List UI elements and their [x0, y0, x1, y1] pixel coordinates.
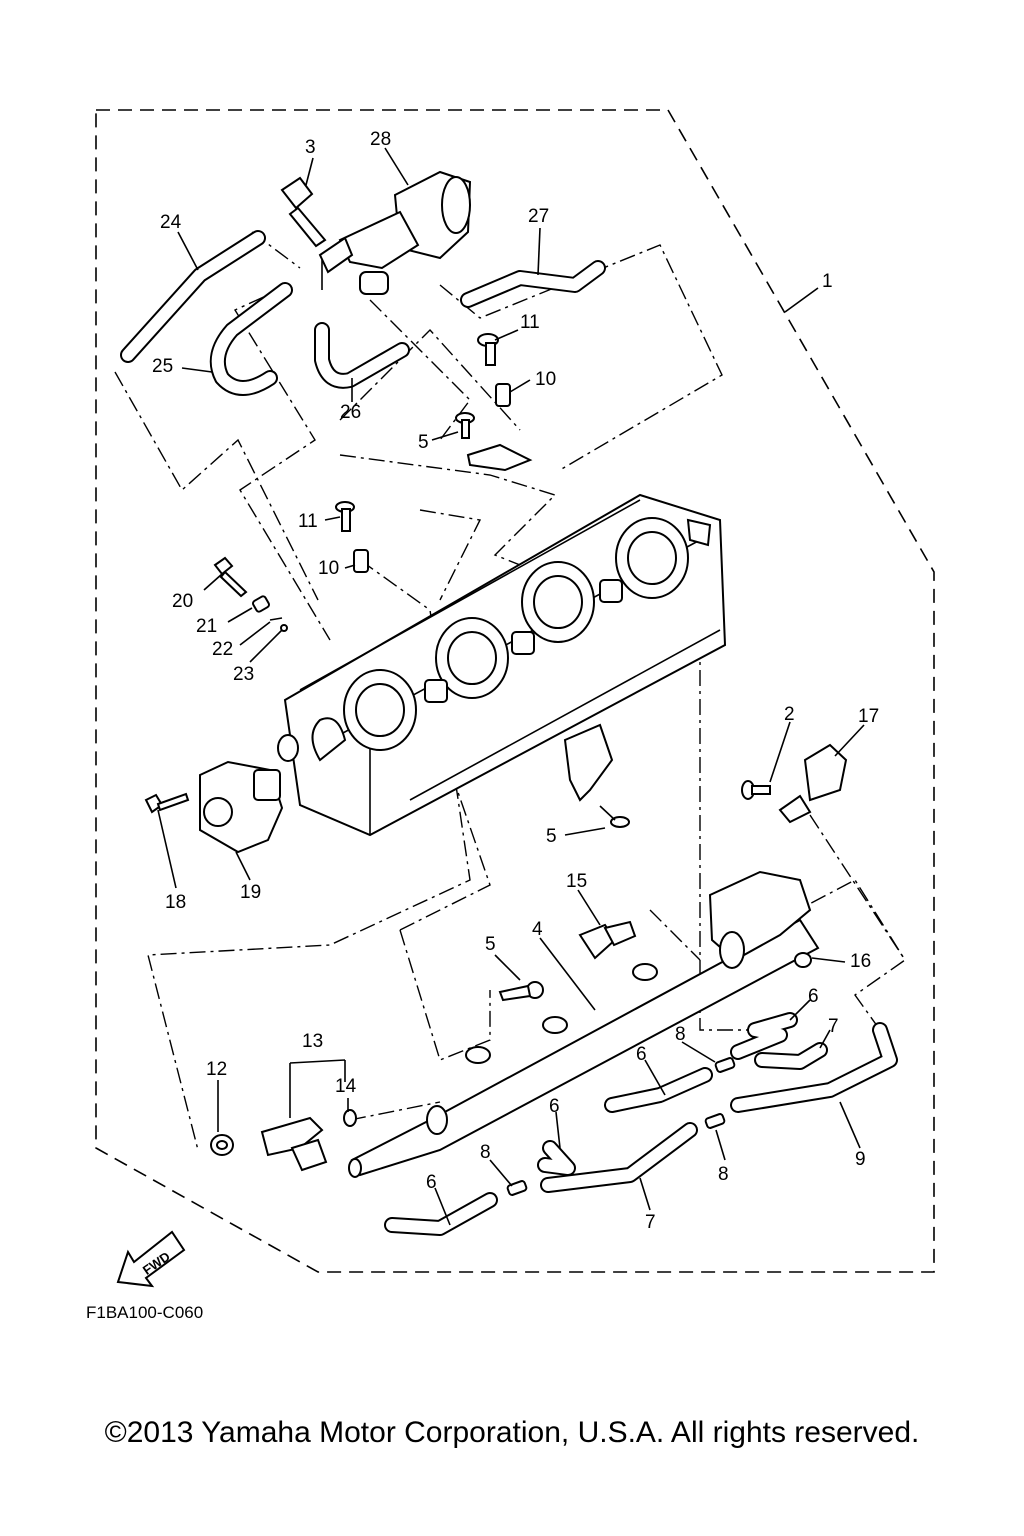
callout-5-middle: 5 — [546, 826, 557, 847]
callout-26: 26 — [340, 402, 361, 423]
callout-6-middle: 6 — [636, 1044, 647, 1065]
callout-lines — [157, 147, 865, 1226]
callout-9: 9 — [855, 1149, 866, 1170]
callout-23: 23 — [233, 664, 254, 685]
callout-13: 13 — [302, 1031, 323, 1052]
callout-10-middle: 10 — [318, 558, 339, 579]
callout-8-lower: 8 — [480, 1142, 491, 1163]
callout-10-upper: 10 — [535, 369, 556, 390]
copyright-notice: ©2013 Yamaha Motor Corporation, U.S.A. A… — [104, 1416, 920, 1449]
callout-19: 19 — [240, 882, 261, 903]
callout-6-right: 6 — [808, 986, 819, 1007]
assembly-boundary — [95, 109, 935, 1273]
diagram-code: F1BA100-C060 — [86, 1303, 203, 1322]
callout-7-lower: 7 — [645, 1212, 656, 1233]
callout-17: 17 — [858, 706, 879, 727]
fwd-arrow-icon: FWD — [116, 1230, 186, 1288]
lower-hoses — [384, 1012, 898, 1236]
fuel-injector — [210, 1109, 357, 1172]
upper-hoses — [120, 230, 606, 396]
callout-2: 2 — [784, 704, 795, 725]
callout-7-right: 7 — [828, 1016, 839, 1037]
callout-14: 14 — [335, 1076, 357, 1097]
callout-8-right: 8 — [718, 1164, 729, 1185]
callout-22: 22 — [212, 639, 233, 660]
callout-20: 20 — [172, 591, 193, 612]
callout-6-center: 6 — [549, 1096, 560, 1117]
callout-5-lower: 5 — [485, 934, 496, 955]
idle-screw-parts — [213, 556, 288, 632]
upper-fasteners — [335, 333, 533, 573]
callout-15: 15 — [566, 871, 587, 892]
callout-27: 27 — [528, 206, 549, 227]
middle-bracket — [563, 723, 630, 828]
throttle-position-sensor — [144, 734, 299, 854]
valve-assembly — [318, 170, 472, 295]
throttle-bores — [343, 517, 689, 751]
throttle-body — [283, 493, 727, 837]
bolt-3 — [280, 176, 327, 248]
callout-21: 21 — [196, 616, 217, 637]
screw-5-lower — [498, 981, 544, 1002]
callout-25: 25 — [152, 356, 173, 377]
callout-12: 12 — [206, 1059, 227, 1080]
callout-11-middle: 11 — [298, 511, 318, 532]
callout-labels: 3 28 24 27 1 11 10 25 26 5 11 10 20 21 2… — [152, 129, 879, 1233]
callout-1: 1 — [822, 271, 833, 292]
callout-11-upper: 11 — [520, 312, 540, 333]
callout-6-lower: 6 — [426, 1172, 437, 1193]
callout-24: 24 — [160, 212, 182, 233]
temp-sensor-15 — [578, 920, 637, 960]
callout-18: 18 — [165, 892, 186, 913]
callout-4: 4 — [532, 919, 543, 940]
callout-16: 16 — [850, 951, 871, 972]
callout-28: 28 — [370, 129, 391, 150]
callout-5-upper: 5 — [418, 432, 429, 453]
fuel-rail — [348, 870, 820, 1178]
callout-3: 3 — [305, 137, 316, 158]
sensor-17 — [741, 743, 848, 824]
callout-8-upper: 8 — [675, 1024, 686, 1045]
